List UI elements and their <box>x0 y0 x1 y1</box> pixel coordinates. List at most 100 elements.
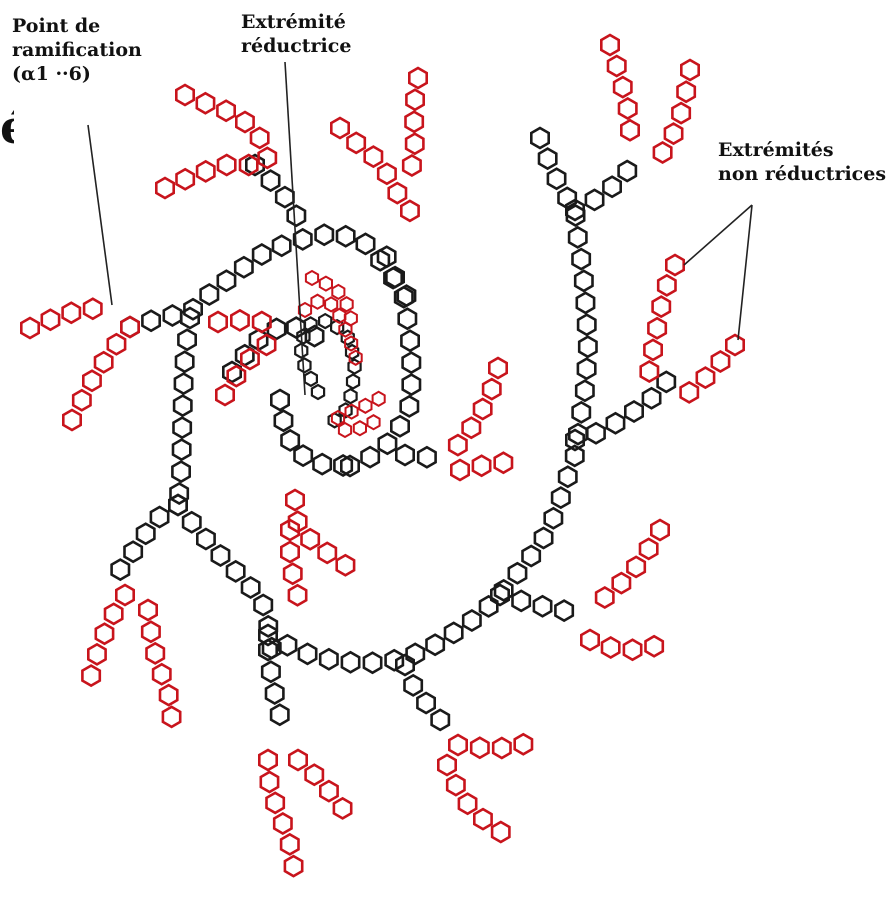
black-glucose-unit <box>513 591 530 611</box>
red-glucose-unit <box>218 155 235 175</box>
red-glucose-unit <box>627 557 644 577</box>
black-glucose-unit <box>288 318 305 338</box>
black-glucose-unit <box>539 149 556 169</box>
red-glucose-unit <box>613 573 630 593</box>
black-glucose-unit <box>176 352 193 372</box>
black-glucose-unit <box>262 662 279 682</box>
branch-point-leader-line <box>88 125 112 305</box>
red-glucose-unit <box>644 340 661 360</box>
black-glucose-unit <box>357 234 374 254</box>
red-glucose-unit <box>624 640 641 660</box>
red-glucose-unit <box>311 295 323 309</box>
nonreducing-ends-label: Extrémités non réductrices <box>718 138 886 186</box>
red-glucose-unit <box>438 755 455 775</box>
red-glucose-unit <box>621 120 638 140</box>
red-glucose-unit <box>447 775 464 795</box>
black-glucose-unit <box>271 705 288 725</box>
black-glucose-unit <box>432 710 449 730</box>
red-glucose-unit <box>354 421 366 435</box>
red-glucose-unit <box>108 334 125 354</box>
black-glucose-unit <box>364 653 381 673</box>
black-glucose-unit <box>552 488 569 508</box>
black-glucose-unit <box>173 440 190 460</box>
red-glucose-unit <box>666 255 683 275</box>
black-glucose-unit <box>403 353 420 373</box>
red-glucose-unit <box>160 685 177 705</box>
red-glucose-unit <box>581 630 598 650</box>
branch-point-label-line1: Point de <box>12 14 142 38</box>
black-glucose-unit <box>401 396 418 416</box>
black-glucose-unit <box>262 171 279 191</box>
black-glucose-unit <box>578 315 595 335</box>
black-glucose-unit <box>407 644 424 664</box>
red-glucose-unit <box>209 312 226 332</box>
red-glucose-unit <box>121 317 138 337</box>
red-glucose-unit <box>672 103 689 123</box>
black-glucose-unit <box>295 446 312 466</box>
black-glucose-unit <box>174 396 191 416</box>
red-glucose-unit <box>289 750 306 770</box>
red-glucose-unit <box>177 169 194 189</box>
red-glucose-unit <box>281 542 298 562</box>
red-glucose-unit <box>646 636 663 656</box>
red-glucose-unit <box>331 118 348 138</box>
red-glucose-unit <box>406 134 423 154</box>
red-glucose-unit <box>147 643 164 663</box>
red-glucose-unit <box>251 128 268 148</box>
red-glucose-unit <box>474 399 491 419</box>
clipped-glyph: é <box>0 104 14 150</box>
red-glucose-unit <box>306 271 318 285</box>
black-glucose-unit <box>175 374 192 394</box>
black-glucose-unit <box>445 623 462 643</box>
black-glucose-unit <box>579 337 596 357</box>
black-glucose-unit <box>299 644 316 664</box>
black-glucose-unit <box>319 314 331 328</box>
red-glucose-unit <box>83 371 100 391</box>
red-glucose-unit <box>641 362 658 382</box>
black-glucose-unit <box>545 508 562 528</box>
red-glucose-unit <box>84 299 101 319</box>
black-glucose-unit <box>403 375 420 395</box>
red-glucose-unit <box>640 539 657 559</box>
black-glucose-unit <box>417 693 434 713</box>
red-glucose-unit <box>389 183 406 203</box>
branch-point-label-line2: ramification <box>12 38 142 62</box>
red-glucose-unit <box>471 738 488 758</box>
black-glucose-unit <box>172 462 189 482</box>
red-glucose-unit <box>228 366 245 386</box>
red-glucose-unit <box>451 460 468 480</box>
red-glucose-unit <box>253 312 270 332</box>
red-glucose-unit <box>63 410 80 430</box>
black-glucose-unit <box>312 385 324 399</box>
black-glucose-unit <box>342 652 359 672</box>
red-glucose-unit <box>82 666 99 686</box>
black-glucose-unit <box>586 190 603 210</box>
black-glucose-unit <box>578 359 595 379</box>
red-glucose-unit <box>653 297 670 317</box>
black-glucose-unit <box>288 206 305 226</box>
red-glucose-unit <box>163 707 180 727</box>
black-glucose-unit <box>320 649 337 669</box>
branch-point-label: Point de ramification (α1 ··6) <box>12 14 142 86</box>
red-glucose-unit <box>267 793 284 813</box>
black-glucose-unit <box>509 563 526 583</box>
red-glucose-unit <box>156 178 173 198</box>
black-glucose-unit <box>125 542 142 562</box>
red-glucose-unit <box>449 435 466 455</box>
red-glucose-unit <box>681 382 698 402</box>
red-glucose-unit <box>153 664 170 684</box>
black-glucose-unit <box>607 413 624 433</box>
red-glucose-unit <box>712 352 729 372</box>
black-glucose-unit <box>576 381 593 401</box>
black-glucose-unit <box>396 445 413 465</box>
black-glucose-unit <box>347 375 359 389</box>
red-glucose-unit <box>142 622 159 642</box>
black-glucose-unit <box>273 236 290 256</box>
red-glucose-unit <box>602 638 619 658</box>
black-glucose-unit <box>531 128 548 148</box>
red-glucose-unit <box>302 529 319 549</box>
red-glucose-unit <box>403 156 420 176</box>
black-glucose-unit <box>174 418 191 438</box>
